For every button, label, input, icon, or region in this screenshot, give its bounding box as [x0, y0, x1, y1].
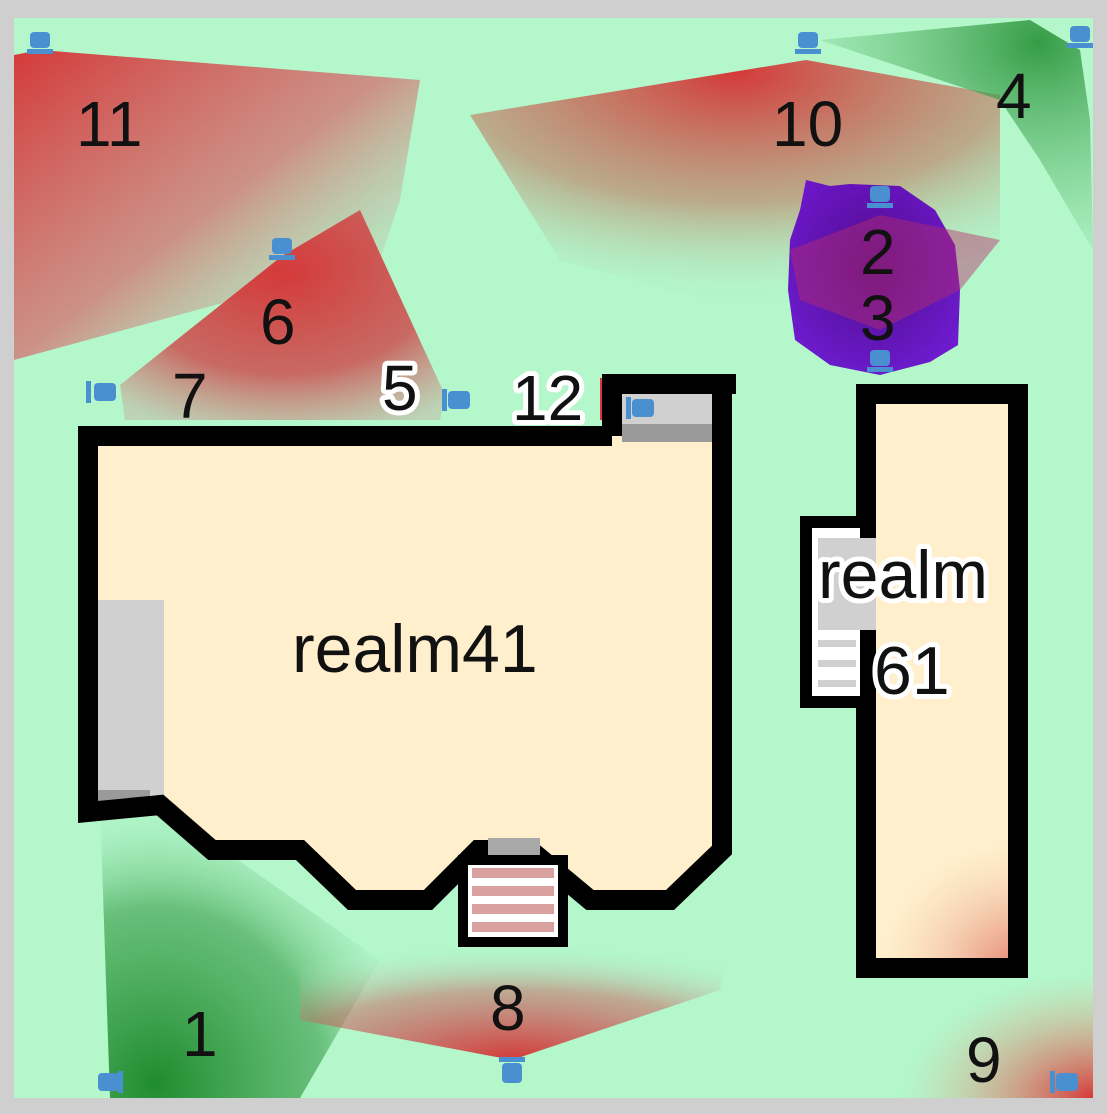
stairs-bottom-step	[472, 904, 554, 914]
zone-label-8: 8	[490, 972, 526, 1044]
stairs-bottom[interactable]	[458, 838, 568, 947]
stairs-bottom-step	[472, 868, 554, 878]
room-realm41-wall	[78, 374, 732, 910]
zone-label-5: 5	[382, 352, 418, 424]
camera-icon[interactable]	[442, 389, 470, 411]
coverage-zone-8	[300, 930, 730, 1060]
room-realm41-door-top-sill	[622, 424, 712, 442]
zone-label-4: 4	[996, 60, 1032, 132]
room-realm41-door-left[interactable]	[98, 600, 164, 795]
zone-label-6: 6	[260, 286, 296, 358]
camera-icon[interactable]	[1067, 26, 1093, 48]
selection-zone-2-3[interactable]	[788, 180, 1000, 375]
coverage-zone-4	[820, 20, 1093, 250]
room-labels: realm41 realm 61	[292, 532, 993, 714]
selection-highlight	[788, 180, 960, 375]
room-realm61-gradient	[866, 830, 1018, 968]
camera-icon[interactable]	[27, 32, 53, 54]
zone-label-11: 11	[76, 88, 142, 160]
stairs-bottom-step	[472, 922, 554, 932]
zone-labels: 1 2 3 4 5 6 7 8 9 10 11 12	[76, 60, 1032, 1096]
room-label-realm61-line1: realm	[818, 537, 988, 613]
zone-label-9: 9	[966, 1024, 1002, 1096]
zone-label-3: 3	[860, 282, 896, 354]
camera-icon[interactable]	[795, 32, 821, 54]
stairs-right-landing	[818, 538, 876, 630]
coverage-zone-11	[14, 50, 420, 360]
room-realm41-floor	[88, 384, 722, 900]
room-realm61[interactable]	[856, 384, 1028, 978]
coverage-zone-9	[880, 960, 1093, 1098]
zone-label-2: 2	[860, 216, 896, 288]
stairs-right-step	[818, 640, 856, 647]
stairs-right-step	[818, 660, 856, 667]
camera-icon[interactable]	[86, 381, 116, 403]
room-realm41[interactable]	[78, 374, 736, 910]
camera-icon[interactable]	[867, 350, 893, 372]
stairs-right[interactable]	[800, 516, 876, 708]
camera-icon[interactable]	[98, 1071, 123, 1093]
zone-label-10: 10	[772, 88, 843, 160]
stairs-right-step	[818, 680, 856, 687]
camera-icon[interactable]	[269, 238, 295, 260]
camera-icon[interactable]	[499, 1057, 525, 1083]
camera-icon[interactable]	[626, 397, 654, 419]
zone-label-7: 7	[172, 360, 208, 432]
coverage-zone-6	[120, 210, 445, 420]
room-label-realm61-line2: 61	[874, 633, 950, 709]
zone-label-12: 12	[512, 362, 583, 434]
stairs-bottom-landing	[488, 838, 540, 860]
coverage-zone-1	[100, 805, 380, 1098]
cameras	[27, 26, 1093, 1093]
camera-icon[interactable]	[867, 186, 893, 208]
zone-2-3-coverage	[790, 215, 1000, 330]
room-label-realm41: realm41	[292, 611, 538, 687]
zone-label-1: 1	[182, 998, 218, 1070]
stairs-bottom-step	[472, 886, 554, 896]
camera-icon[interactable]	[1050, 1071, 1078, 1093]
